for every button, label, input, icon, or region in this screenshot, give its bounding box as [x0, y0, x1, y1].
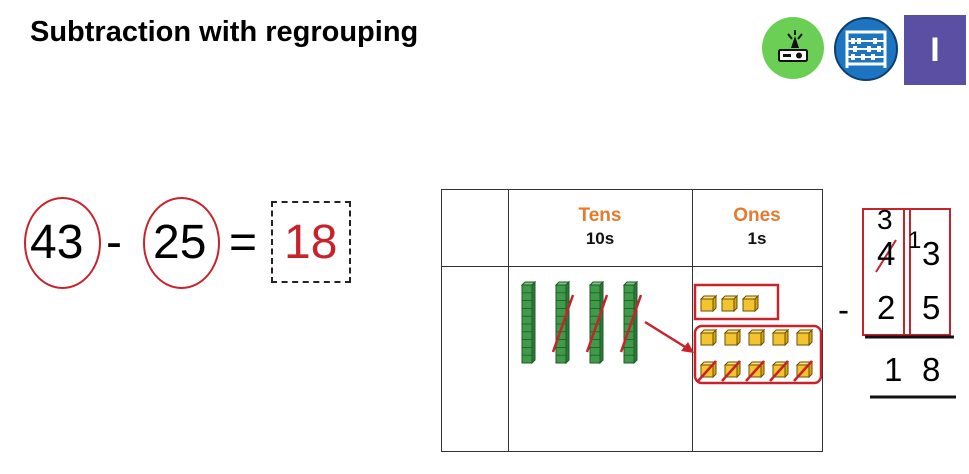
- tens-cross-outs: [551, 294, 643, 353]
- ones-label: Ones: [733, 205, 781, 226]
- page-title: Subtraction with regrouping: [30, 16, 419, 48]
- level-badge[interactable]: I: [904, 15, 966, 85]
- answer: 18: [284, 216, 338, 269]
- tens-bottom-digit: 2: [877, 289, 896, 326]
- answer-box: [271, 201, 351, 283]
- column-method-frame: [862, 208, 956, 399]
- regrouped-tens-digit: 3: [877, 204, 893, 235]
- column-minus-sign: -: [838, 291, 849, 328]
- column-divider: [692, 190, 693, 451]
- minuend: 43: [30, 216, 84, 269]
- result-ones-digit: 8: [922, 351, 941, 388]
- subtrahend: 25: [153, 216, 207, 269]
- projector-glyph: [778, 30, 808, 62]
- ones-cross-outs: [697, 360, 813, 382]
- ones-original-box: [693, 283, 780, 321]
- original-tens-digit: 4: [877, 235, 896, 272]
- ones-top-digit: 3: [922, 235, 941, 272]
- ones-bottom-digit: 5: [922, 289, 941, 326]
- ones-original-cubes: [700, 295, 759, 312]
- tens-unit: 10s: [585, 229, 615, 248]
- header-divider: [442, 266, 822, 267]
- tens-rods: [521, 281, 638, 364]
- equals-sign: =: [229, 216, 258, 269]
- column-divider: [508, 190, 509, 451]
- subtrahend-ring: [143, 197, 220, 289]
- tens-header: Tens 10s: [508, 205, 692, 249]
- projector-icon[interactable]: [762, 17, 824, 79]
- minuend-ring: [24, 197, 101, 289]
- result-tens-digit: 1: [884, 351, 903, 388]
- carried-ten: 1: [908, 227, 922, 254]
- regroup-arrow: [644, 320, 694, 353]
- abacus-icon[interactable]: [834, 17, 898, 81]
- ones-unit: 1s: [747, 229, 767, 248]
- ones-header: Ones 1s: [692, 205, 822, 249]
- abacus-glyph: [845, 30, 887, 68]
- minus-sign: -: [106, 216, 122, 269]
- tens-label: Tens: [578, 205, 622, 226]
- ones-regrouped-box: [693, 324, 823, 385]
- place-value-chart: Tens 10s Ones 1s: [441, 189, 823, 452]
